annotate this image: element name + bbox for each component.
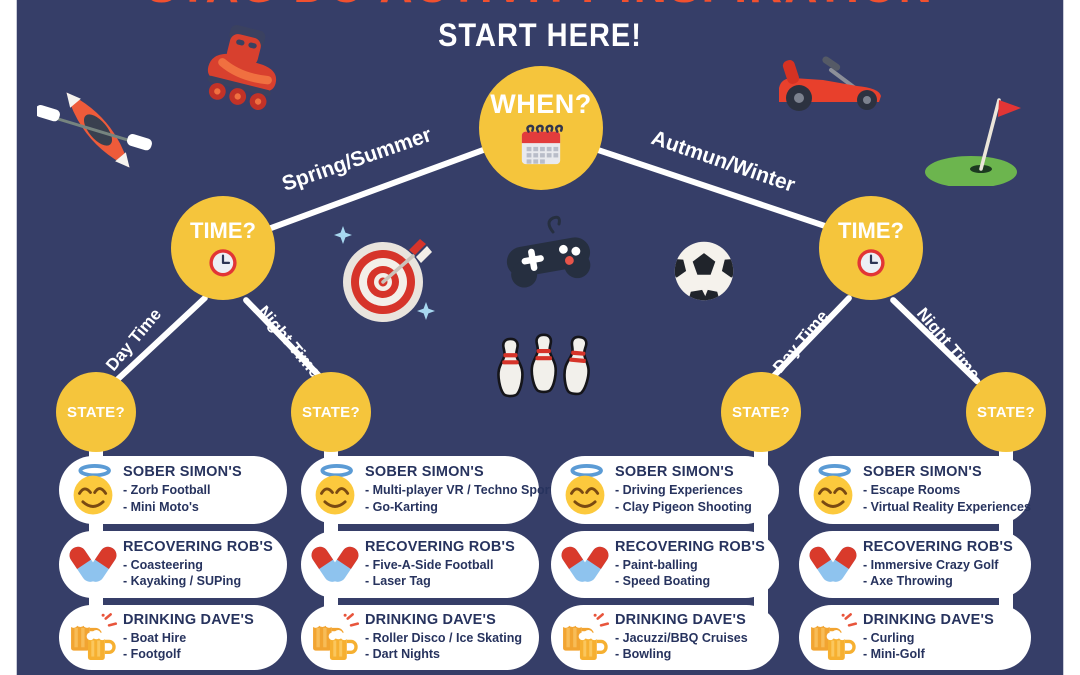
group-title: RECOVERING ROB'S bbox=[365, 538, 516, 555]
beer-mugs-icon bbox=[558, 609, 612, 667]
group-item: - Clay Pigeon Shooting bbox=[615, 500, 752, 514]
time-label: TIME? bbox=[838, 217, 904, 243]
node-state-1: STATE? bbox=[56, 372, 136, 452]
state-label: STATE? bbox=[67, 403, 125, 421]
group-item: - Multi-player VR / Techno Sports bbox=[365, 483, 561, 498]
poster-background: STAG DO ACTIVITY INSPIRATION START HERE!… bbox=[16, 0, 1064, 675]
halo-smiley-icon bbox=[806, 461, 860, 519]
activity-box-recovering: RECOVERING ROB'S - Paint-balling - Speed… bbox=[551, 531, 779, 598]
group-item: - Driving Experiences bbox=[615, 483, 743, 498]
group-item: - Dart Nights bbox=[365, 647, 440, 662]
group-title: SOBER SIMON'S bbox=[123, 464, 242, 481]
group-item: - Roller Disco / Ice Skating bbox=[365, 630, 522, 645]
spring-summer-label: Spring/Summer bbox=[279, 123, 435, 196]
roller-skate-icon bbox=[189, 22, 294, 122]
dart-target-icon bbox=[329, 220, 441, 332]
group-item: - Axe Throwing bbox=[863, 574, 953, 589]
page-title: STAG DO ACTIVITY INSPIRATION bbox=[17, 0, 1063, 13]
group-title: DRINKING DAVE'S bbox=[863, 611, 995, 628]
group-title: SOBER SIMON'S bbox=[365, 464, 484, 481]
group-item: - Boat Hire bbox=[123, 630, 187, 645]
group-item: - Go-Karting bbox=[365, 500, 438, 514]
activity-box-recovering: RECOVERING ROB'S - Five-A-Side Football … bbox=[301, 531, 539, 598]
golf-flag-icon bbox=[921, 86, 1021, 186]
activity-box-drinking: DRINKING DAVE'S - Boat Hire - Footgolf bbox=[59, 605, 287, 670]
group-item: - Zorb Football bbox=[123, 483, 211, 498]
node-state-3: STATE? bbox=[721, 372, 801, 452]
activity-box-drinking: DRINKING DAVE'S - Curling - Mini-Golf bbox=[799, 605, 1031, 670]
pills-icon bbox=[558, 536, 612, 594]
state-label: STATE? bbox=[977, 403, 1035, 421]
activity-box-sober: SOBER SIMON'S - Multi-player VR / Techno… bbox=[301, 456, 561, 524]
activity-box-sober: SOBER SIMON'S - Zorb Football - Mini Mot… bbox=[59, 456, 287, 524]
go-kart-icon bbox=[771, 36, 891, 116]
activity-box-drinking: DRINKING DAVE'S - Roller Disco / Ice Ska… bbox=[301, 605, 539, 670]
pills-icon bbox=[66, 536, 120, 594]
node-state-2: STATE? bbox=[291, 372, 371, 452]
group-item: - Kayaking / SUPing bbox=[123, 574, 242, 589]
time-label: TIME? bbox=[190, 217, 256, 243]
node-when: WHEN? bbox=[479, 66, 603, 190]
node-time-left: TIME? bbox=[171, 196, 275, 300]
group-item: - Footgolf bbox=[123, 647, 181, 662]
group-title: SOBER SIMON'S bbox=[863, 464, 982, 481]
pills-icon bbox=[308, 536, 362, 594]
activity-box-sober: SOBER SIMON'S - Escape Rooms - Virtual R… bbox=[799, 456, 1031, 524]
group-item: - Mini-Golf bbox=[863, 647, 925, 662]
clock-icon bbox=[206, 245, 240, 279]
group-item: - Mini Moto's bbox=[123, 500, 199, 514]
group-item: - Jacuzzi/BBQ Cruises bbox=[615, 630, 748, 645]
state-label: STATE? bbox=[732, 403, 790, 421]
pills-icon bbox=[806, 536, 860, 594]
node-time-right: TIME? bbox=[819, 196, 923, 300]
when-label: WHEN? bbox=[490, 88, 592, 119]
group-item: - Coasteering bbox=[123, 557, 203, 572]
group-item: - Bowling bbox=[615, 647, 672, 662]
activity-box-sober: SOBER SIMON'S - Driving Experiences - Cl… bbox=[551, 456, 779, 524]
halo-smiley-icon bbox=[308, 461, 362, 519]
clock-icon bbox=[854, 245, 888, 279]
beer-mugs-icon bbox=[66, 609, 120, 667]
group-item: - Virtual Reality Experiences bbox=[863, 500, 1031, 514]
group-item: - Immersive Crazy Golf bbox=[863, 557, 999, 572]
bowling-pins-icon bbox=[491, 326, 595, 410]
group-item: - Escape Rooms bbox=[863, 483, 961, 498]
gamepad-icon bbox=[493, 212, 605, 296]
group-item: - Paint-balling bbox=[615, 557, 698, 572]
halo-smiley-icon bbox=[558, 461, 612, 519]
group-title: RECOVERING ROB'S bbox=[863, 538, 1014, 555]
node-state-4: STATE? bbox=[966, 372, 1046, 452]
beer-mugs-icon bbox=[806, 609, 860, 667]
group-title: DRINKING DAVE'S bbox=[123, 611, 255, 628]
halo-smiley-icon bbox=[66, 461, 120, 519]
start-here-label: START HERE! bbox=[438, 18, 642, 54]
kayak-icon bbox=[37, 80, 167, 180]
group-title: RECOVERING ROB'S bbox=[615, 538, 766, 555]
group-title: RECOVERING ROB'S bbox=[123, 538, 274, 555]
activity-box-drinking: DRINKING DAVE'S - Jacuzzi/BBQ Cruises - … bbox=[551, 605, 779, 670]
state-label: STATE? bbox=[302, 403, 360, 421]
activity-box-recovering: RECOVERING ROB'S - Immersive Crazy Golf … bbox=[799, 531, 1031, 598]
soccer-ball-icon bbox=[671, 238, 737, 304]
group-item: - Speed Boating bbox=[615, 574, 711, 589]
group-title: SOBER SIMON'S bbox=[615, 464, 734, 481]
night-time-label-right: Night Time bbox=[912, 304, 984, 384]
group-item: - Curling bbox=[863, 630, 915, 645]
calendar-icon bbox=[518, 122, 564, 168]
group-item: - Five-A-Side Football bbox=[365, 557, 494, 572]
group-item: - Laser Tag bbox=[365, 574, 431, 589]
group-title: DRINKING DAVE'S bbox=[615, 611, 747, 628]
group-title: DRINKING DAVE'S bbox=[365, 611, 497, 628]
activity-box-recovering: RECOVERING ROB'S - Coasteering - Kayakin… bbox=[59, 531, 287, 598]
beer-mugs-icon bbox=[308, 609, 362, 667]
